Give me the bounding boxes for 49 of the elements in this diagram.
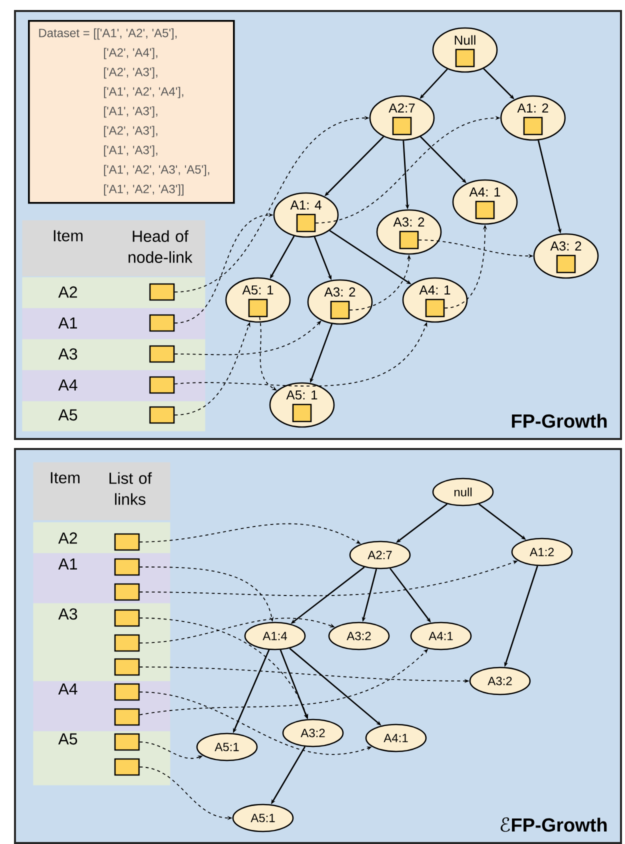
pointer-box: [114, 558, 140, 576]
tree-node: A3:2: [328, 622, 390, 650]
table-row: A2: [33, 522, 170, 554]
pointer-box: [399, 230, 419, 250]
pointer-box: [455, 48, 475, 68]
pointer-box: [114, 634, 140, 652]
pointer-box: [114, 658, 140, 676]
pointer-box: [149, 283, 175, 301]
pointer-box: [114, 708, 140, 726]
panel-title: ℰFP-Growth: [500, 817, 607, 832]
table-header: Item List of links: [33, 462, 170, 520]
tree-node: A5:1: [196, 732, 258, 762]
pointer-box: [392, 116, 412, 136]
pointer-box: [292, 404, 312, 422]
tree-node: A2:7: [349, 540, 411, 570]
pointer-box: [114, 583, 140, 601]
tree-node: A3:2: [282, 718, 344, 748]
link-arrow: [174, 320, 322, 356]
pointer-box: [114, 533, 140, 551]
tree-node: A1:2: [511, 538, 573, 566]
pointer-box: [475, 200, 495, 220]
table-row: A1: [22, 308, 206, 340]
pointer-box: [149, 345, 175, 363]
pointer-box: [114, 609, 140, 627]
pointer-box: [523, 116, 543, 136]
table-row: A2: [22, 277, 206, 308]
pointer-box: [149, 376, 175, 394]
tree-node: A4:1: [410, 622, 472, 650]
pointer-box: [296, 214, 316, 232]
table-header: Item Head of node-link: [22, 220, 206, 276]
tree-node: A4:1: [365, 724, 427, 752]
table-row: A5: [22, 401, 206, 432]
tree-node: null: [432, 478, 494, 506]
table-row: A4: [22, 370, 206, 402]
dataset-box: Dataset = [['A1', 'A2', 'A5'], ['A2', 'A4'], ['A2', 'A3'], ['A1', 'A2', 'A4'], ['A1', 'A3'], ['A2', 'A3'], ['A1', 'A3'], ['A1', 'A2', 'A3', 'A5'], ['A1', 'A2', 'A3']]: [28, 20, 235, 204]
pointer-box: [248, 298, 268, 318]
pointer-box: [330, 300, 350, 320]
pointer-box: [114, 683, 140, 701]
pointer-box: [149, 314, 175, 332]
tree-node: A1:4: [244, 622, 306, 650]
pointer-box: [114, 733, 140, 751]
pointer-box: [556, 254, 576, 274]
table-row: A3: [22, 339, 206, 370]
pointer-box: [149, 406, 175, 424]
tree-node: A3:2: [469, 666, 531, 696]
pointer-box: [425, 298, 445, 318]
panel-title: FP-Growth: [512, 414, 607, 428]
tree-node: A5:1: [232, 804, 294, 832]
pointer-box: [114, 758, 140, 776]
